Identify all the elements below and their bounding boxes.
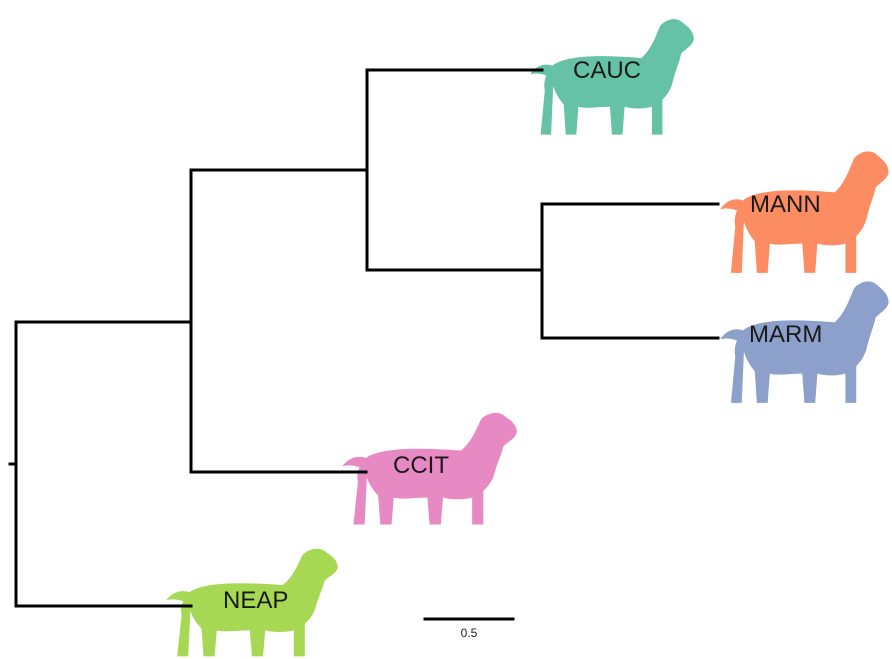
taxon-label-marm: MARM [749, 321, 822, 348]
taxon-label-cauc: CAUC [573, 57, 641, 84]
taxon-label-mann: MANN [750, 191, 821, 218]
scale-bar: 0.5 [423, 617, 515, 640]
scale-bar-label: 0.5 [461, 626, 478, 640]
taxon-label-ccit: CCIT [393, 452, 449, 479]
taxon-label-neap: NEAP [223, 587, 288, 614]
tree-branches [8, 68, 720, 608]
